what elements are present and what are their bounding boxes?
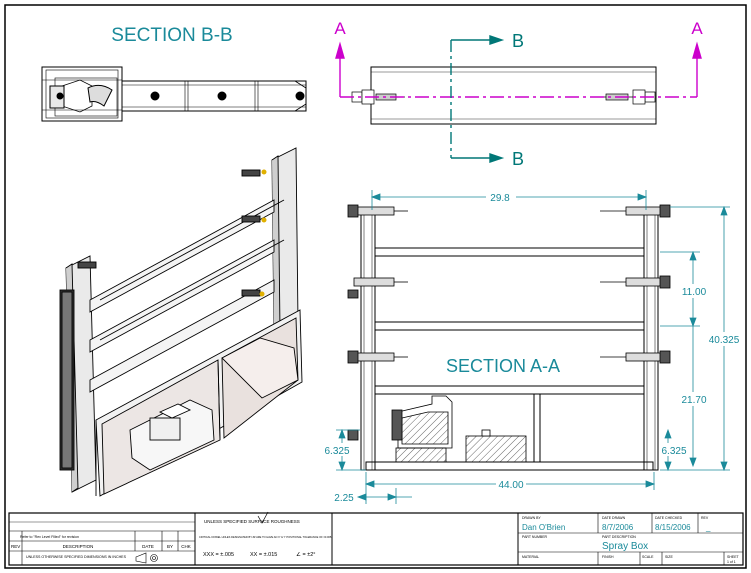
date-checked-value: 8/15/2006 [655, 523, 691, 532]
revision-note: Refer to "Rev Level Filled" for revision [20, 535, 79, 539]
surface-roughness: UNLESS SPECIFIED SURFACE ROUGHNESS [204, 519, 300, 524]
section-aa-view [347, 204, 671, 471]
title-block [8, 512, 744, 566]
critical-note: CRITICAL DOWEL HOLES DESIGNATED BY ## AR… [199, 535, 332, 539]
rev-label: REV [701, 516, 709, 520]
dim-overall-width: 44.00 [498, 480, 523, 491]
top-view: A A B B [334, 19, 703, 169]
dimension-texts: 29.8 11.00 40.325 21.70 6.325 6.325 2.25… [322, 190, 744, 504]
date-drawn-value: 8/7/2006 [602, 523, 634, 532]
isometric-view [59, 147, 303, 497]
surface-roughness-icon [257, 511, 269, 524]
unless-specified: UNLESS OTHERWISE SPECIFIED DIMENSIONS IN… [26, 555, 127, 559]
drawn-by-label: DRAWN BY [522, 516, 541, 520]
title-block-text: Refer to "Rev Level Filled" for revision… [11, 516, 740, 564]
dim-shelf-spacing: 11.00 [682, 287, 707, 298]
description-header: DESCRIPTION [63, 544, 94, 549]
tolerance-xx: XX = ±.015 [250, 552, 277, 558]
scale-label: SCALE [642, 555, 654, 559]
cut-marker-a-right: A [691, 19, 703, 38]
sheet-border [4, 4, 747, 569]
cut-marker-b-bottom: B [512, 149, 524, 169]
rev-value: _ [705, 523, 711, 532]
cut-marker-b-top: B [512, 31, 524, 51]
by-header: BY [167, 544, 173, 549]
dim-overall-height: 40.325 [709, 335, 740, 346]
drawn-by-value: Dan O'Brien [522, 523, 565, 532]
sheet-label: SHEET [727, 555, 740, 559]
section-bb-title: SECTION B-B [111, 25, 232, 46]
date-header: DATE [142, 544, 154, 549]
tolerance-xxx: XXX = ±.005 [203, 552, 234, 558]
chk-header: CHK [181, 544, 191, 549]
tolerance-angle: ∠ = ±2° [296, 551, 315, 558]
cut-line-a [335, 41, 702, 98]
size-label: SIZE [665, 555, 673, 559]
section-aa-title: SECTION A-A [446, 356, 560, 376]
cut-line-b [450, 35, 505, 163]
projection-symbol-icon [135, 552, 158, 564]
cut-marker-a-left: A [334, 19, 346, 38]
dim-left-offset: 2.25 [334, 493, 354, 504]
part-description-value: Spray Box [602, 541, 648, 552]
part-number-label: PART NUMBER [522, 535, 548, 539]
section-bb-view [41, 66, 307, 122]
dim-left-foot: 6.325 [324, 446, 349, 457]
date-checked-label: DATE CHECKED [655, 516, 683, 520]
sheet-value: 1 of 1 [727, 560, 736, 564]
dim-right-foot: 6.325 [661, 446, 686, 457]
finish-label: FINISH [602, 555, 614, 559]
material-label: MATERIAL [522, 555, 539, 559]
dim-lower-height: 21.70 [681, 395, 706, 406]
part-description-label: PART DESCRIPTION [602, 535, 636, 539]
rev-header: REV [11, 544, 20, 549]
date-drawn-label: DATE DRAWN [602, 516, 626, 520]
dim-width-top: 29.8 [490, 193, 510, 204]
